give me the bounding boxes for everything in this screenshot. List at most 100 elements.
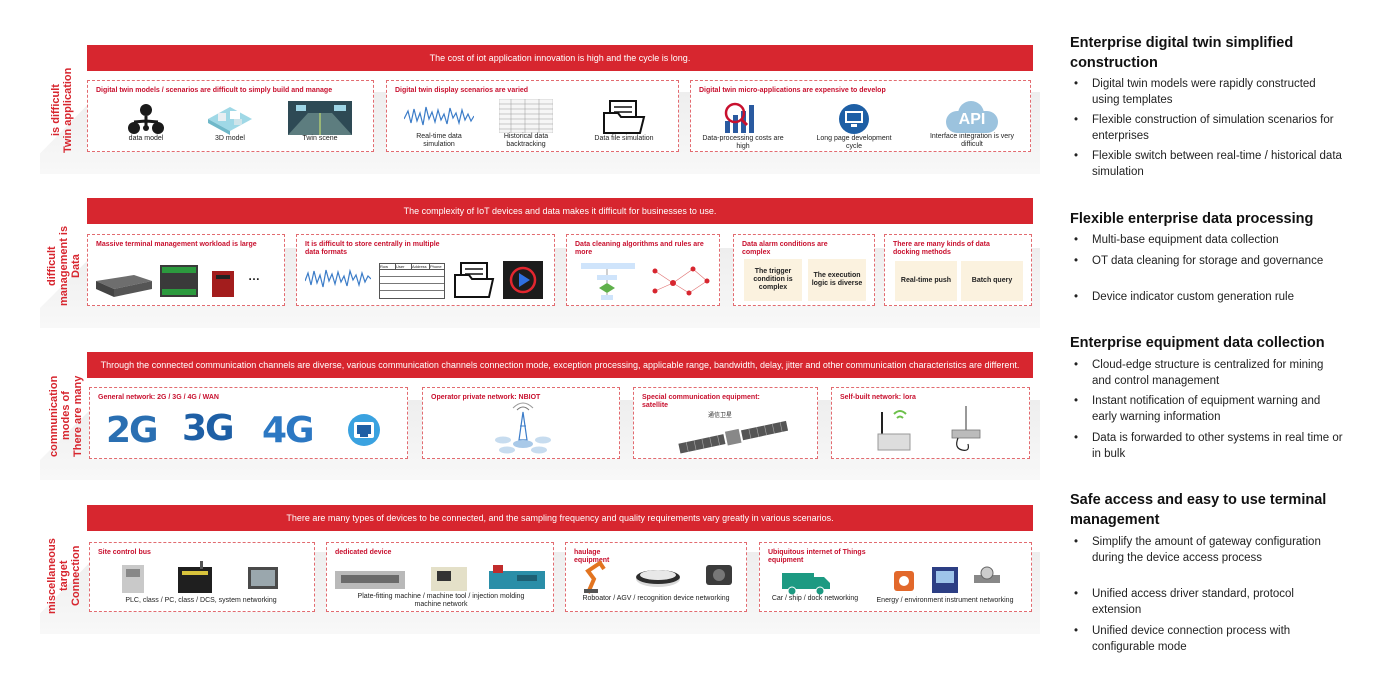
bullet: OT data cleaning for storage and governa… [1074, 253, 1344, 269]
card-title: Site control bus [98, 549, 151, 556]
bullet: Multi-base equipment data collection [1074, 232, 1344, 248]
item-caption: Real-time data simulation [416, 133, 462, 148]
batch-query-chip: Batch query [961, 261, 1023, 301]
section-title-twin: Enterprise digital twin simplified const… [1070, 35, 1294, 71]
lora-antenna-icon [951, 406, 981, 451]
card-title: Data alarm conditions are complex [742, 241, 828, 256]
analytics-chart-icon [724, 102, 754, 133]
api-text: API [958, 111, 986, 128]
interface-integration-item: API Interface integration is very diffic… [919, 99, 1025, 149]
network-tree-icon [128, 104, 164, 134]
bullet: Simplify the amount of gateway configura… [1074, 534, 1344, 566]
waveform-icon [404, 106, 474, 126]
card-title: Digital twin models / scenarios are diff… [96, 87, 333, 94]
bullet: Flexible construction of simulation scen… [1074, 112, 1344, 144]
card-title: Data cleaning algorithms and rules are m… [575, 241, 704, 256]
api-cloud-icon: API [946, 99, 998, 133]
history-backtrack-item: Historical data backtracking [491, 99, 561, 149]
monitor-icon [839, 104, 869, 134]
storage-formats-card: It is difficult to store centrally in mu… [296, 234, 555, 306]
card-title: Ubiquitous internet of Things equipment [768, 549, 866, 564]
site-control-card: Site control bus PLC, class / PC, class … [89, 542, 315, 612]
operator-private-card: Operator private network: NBIOT [422, 387, 620, 459]
layer-1-banner: The cost of iot application innovation i… [87, 45, 1033, 71]
item-caption: Data file simulation [594, 135, 654, 142]
card-title: Operator private network: NBIOT [431, 394, 541, 401]
twin-model-card: Digital twin models / scenarios are diff… [87, 80, 374, 152]
table-header: Phone [430, 264, 442, 269]
bullet: Cloud-edge structure is centralized for … [1074, 357, 1344, 389]
card-title: Digital twin display scenarios are varie… [395, 87, 529, 94]
3d-model-icon [208, 107, 252, 135]
bullet: Flexible switch between real-time / hist… [1074, 148, 1344, 180]
table-header: User [396, 264, 412, 269]
layer-2-banner: The complexity of IoT devices and data m… [87, 198, 1033, 224]
twin-scene-icon [288, 101, 352, 135]
display-scenarios-card: Digital twin display scenarios are varie… [386, 80, 679, 152]
cleaning-algorithms-card: Data cleaning algorithms and rules are m… [566, 234, 720, 306]
layer-3-side-label: There are many modes of communication [48, 375, 84, 457]
card-title: dedicated device [335, 549, 392, 556]
processing-cost-item: Data-processing costs are high [699, 101, 787, 151]
energy-instruments-icon [894, 566, 1000, 593]
data-table-icon [499, 99, 553, 133]
flowchart-icon [581, 263, 635, 300]
layer-2-side-label: Data management is difficult [46, 225, 82, 307]
bullet: Device indicator custom generation rule [1074, 289, 1344, 305]
micro-apps-card: Digital twin micro-applications are expe… [690, 80, 1031, 152]
card-title: General network: 2G / 3G / 4G / WAN [98, 394, 219, 401]
item-caption: Long page development cycle [816, 135, 892, 150]
terminal-management-card: Massive terminal management workload is … [87, 234, 285, 306]
card-title: It is difficult to store centrally in mu… [305, 241, 440, 256]
table-header: Address [412, 264, 430, 269]
3g-logo: 3G [182, 408, 235, 449]
layer-4-side-label: Connection target miscellaneous [46, 538, 82, 614]
alarm-conditions-card: Data alarm conditions are complex The tr… [733, 234, 875, 306]
ethernet-port-icon [348, 414, 380, 446]
card-title: Special communication equipment: satelli… [642, 394, 760, 409]
item-caption: Twin scene [302, 135, 338, 142]
item-caption: Car / ship / dock networking [771, 595, 859, 602]
section-title-collection: Enterprise equipment data collection [1070, 335, 1325, 351]
item-caption: Data-processing costs are high [702, 135, 784, 150]
table-header: Row [380, 264, 396, 269]
section-title-processing: Flexible enterprise data processing [1070, 211, 1314, 227]
docking-methods-card: There are many kinds of data docking met… [884, 234, 1032, 306]
card-title: Self-built network: lora [840, 394, 916, 401]
execution-logic-chip: The execution logic is diverse [808, 259, 866, 301]
satellite-label: 通信卫星 [708, 413, 733, 419]
layer-4-banner: There are many types of devices to be co… [87, 505, 1033, 531]
item-caption: Energy / environment instrument networki… [876, 597, 1014, 604]
gateway-devices-icon [96, 265, 234, 297]
storage-waveform-icon [305, 268, 371, 288]
item-caption: Plate-fitting machine / machine tool / i… [357, 593, 525, 608]
4g-logo: 4G [262, 410, 315, 451]
dev-cycle-item: Long page development cycle [809, 103, 899, 151]
node-graph-icon [652, 266, 710, 296]
realtime-push-chip: Real-time push [895, 261, 957, 301]
plc-devices-icon [122, 561, 278, 593]
truck-icon [782, 573, 830, 596]
item-caption: Roboator / AGV / recognition device netw… [582, 595, 730, 602]
haulage-card: haulage equipment Roboator / AGV / recog… [565, 542, 747, 612]
bullet: Data is forwarded to other systems in re… [1074, 430, 1344, 462]
card-title: Digital twin micro-applications are expe… [699, 87, 886, 94]
item-caption: Historical data backtracking [503, 133, 549, 148]
item-caption: data model [128, 135, 164, 142]
folder-documents-icon [454, 262, 495, 298]
section-title-access: Safe access and easy to use terminal man… [1070, 492, 1327, 528]
2g-logo: 2G [106, 410, 159, 451]
card-title: haulage equipment [574, 549, 610, 564]
special-comm-card: Special communication equipment: satelli… [633, 387, 818, 459]
card-title: There are many kinds of data docking met… [893, 241, 990, 256]
file-sim-item: Data file simulation [583, 99, 665, 143]
robot-agv-icon [584, 560, 732, 594]
item-caption: PLC, class / PC, class / DCS, system net… [125, 597, 277, 604]
ubiquitous-iot-card: Ubiquitous internet of Things equipment … [759, 542, 1032, 612]
realtime-sim-item: Real-time data simulation [401, 101, 477, 149]
satellite-icon [678, 420, 789, 454]
nbiot-tower-icon [495, 402, 551, 454]
bullet: Unified device connection process with c… [1074, 623, 1344, 655]
more-ellipsis: … [248, 269, 260, 283]
factory-machines-icon [335, 565, 545, 591]
